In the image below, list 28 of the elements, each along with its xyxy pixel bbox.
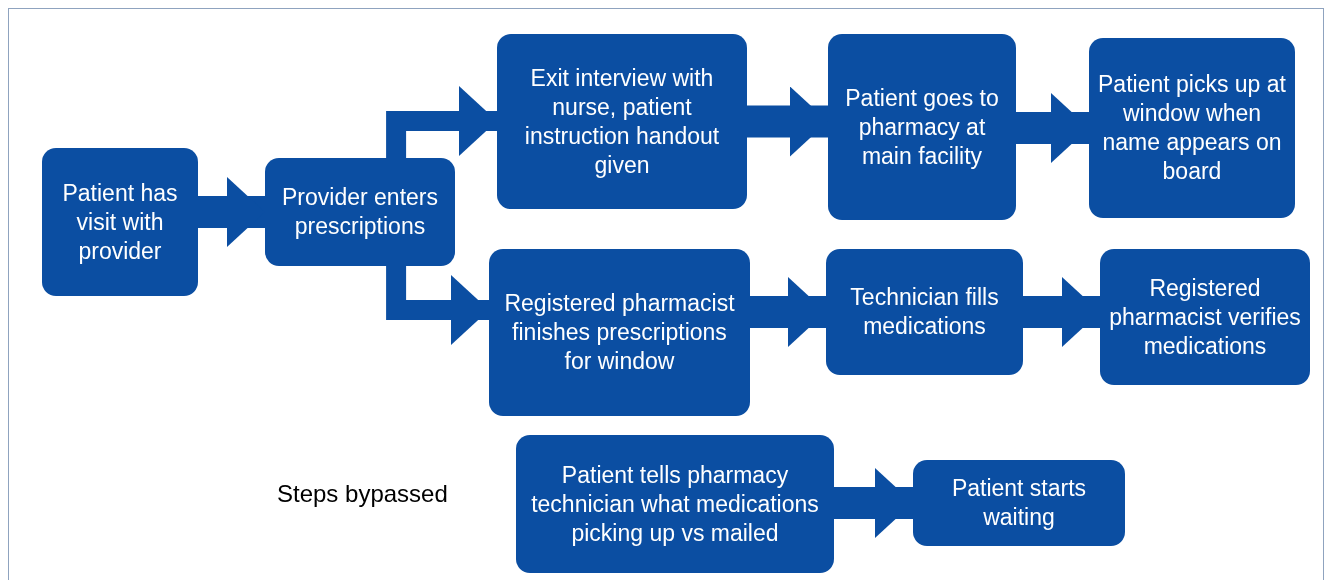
process-box bbox=[489, 249, 750, 416]
step-text: Exit interview with nurse, patient instruction handout given bbox=[523, 63, 721, 180]
step-text: Technician fills medications bbox=[849, 283, 1000, 341]
process-box bbox=[265, 158, 455, 266]
process-box bbox=[42, 148, 198, 296]
block-arrow bbox=[1016, 93, 1089, 163]
note-text: Steps bypassed bbox=[277, 480, 448, 508]
step-text: Patient has visit with provider bbox=[61, 178, 179, 266]
step-text: Patient picks up at window when name appears on board bbox=[1097, 70, 1287, 186]
process-box bbox=[1089, 38, 1295, 218]
step-text: Patient goes to pharmacy at main facility bbox=[844, 83, 1000, 171]
process-box bbox=[828, 34, 1016, 220]
process-box bbox=[516, 435, 834, 573]
step-text: Provider enters prescriptions bbox=[281, 183, 439, 241]
step-text: Registered pharmacist verifies medications bbox=[1108, 273, 1302, 361]
process-box bbox=[913, 460, 1125, 546]
process-box bbox=[497, 34, 747, 209]
block-arrow bbox=[198, 177, 265, 247]
block-arrow bbox=[834, 468, 913, 538]
step-text: Patient starts waiting bbox=[950, 474, 1088, 532]
process-box bbox=[826, 249, 1023, 375]
block-arrow bbox=[386, 86, 497, 158]
step-text: Registered pharmacist finishes prescriptions for window bbox=[503, 289, 736, 376]
block-arrow bbox=[386, 266, 489, 345]
process-box bbox=[1100, 249, 1310, 385]
step-text: Patient tells pharmacy technician what medications picking up vs mailed bbox=[530, 460, 820, 548]
block-arrow bbox=[750, 277, 826, 347]
block-arrow bbox=[747, 86, 828, 157]
